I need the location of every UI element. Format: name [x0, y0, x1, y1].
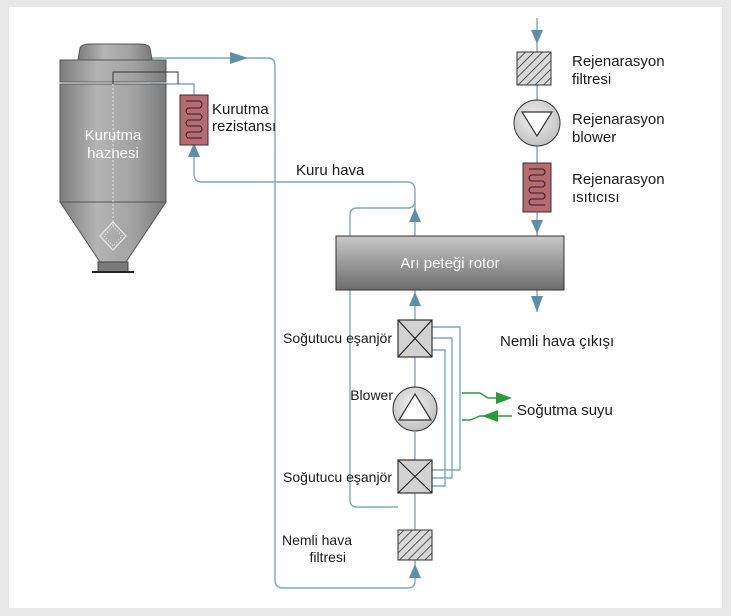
drying-hopper: Kurutma haznesi	[59, 43, 179, 273]
arrow-to-heater	[188, 143, 200, 157]
dry-air-label: Kuru hava	[296, 162, 365, 179]
regen-blower: Rejenarasyon blower	[513, 99, 665, 147]
arrow-return-right	[230, 52, 248, 64]
drying-heater-label-1: Kurutma	[212, 101, 269, 118]
cooling-exchanger-top-label: Soğutucu eşanjör	[283, 330, 392, 346]
flow-arrows	[188, 30, 543, 578]
rotor-label: Arı peteği rotor	[400, 255, 499, 272]
arrow-water-in	[482, 410, 498, 422]
cooling-water-lines	[462, 392, 512, 422]
cooling-exchanger-bottom-label: Soğutucu eşanjör	[283, 469, 392, 485]
arrow-regen-in	[531, 30, 543, 44]
blower-label: Blower	[350, 387, 393, 403]
humid-air-outlet-label: Nemli hava çıkışı	[500, 333, 614, 350]
arrow-humid-out	[531, 296, 543, 312]
rotor-top-loop	[349, 199, 416, 236]
arrow-regen-rotor	[531, 220, 543, 234]
arrow-to-filter	[409, 564, 421, 578]
regen-filter-label-1: Rejenarasyon	[572, 53, 665, 70]
drying-heater: Kurutma rezistansı	[179, 94, 276, 146]
exchanger-loop-inner	[432, 337, 453, 479]
drying-heater-label-2: rezistansı	[212, 118, 276, 135]
honeycomb-rotor: Arı peteği rotor	[335, 235, 565, 291]
blower: Blower	[350, 386, 438, 432]
regen-heater: Rejenarasyon ısıtıcısı	[522, 162, 665, 213]
regen-heater-label-2: ısıtıcısı	[572, 189, 620, 206]
cooling-exchanger-top: Soğutucu eşanjör	[283, 319, 433, 358]
arrow-rotor-top	[409, 208, 421, 222]
exchanger-loop-inner2	[432, 349, 446, 487]
regen-blower-label-1: Rejenarasyon	[572, 111, 665, 128]
arrow-to-rotor	[409, 292, 421, 306]
cooling-water-label: Soğutma suyu	[517, 402, 613, 419]
drying-hopper-label-1: Kurutma	[85, 127, 142, 144]
humid-air-filter: Nemli hava filtresi	[282, 529, 433, 565]
arrow-water-out	[496, 392, 512, 404]
regen-blower-label-2: blower	[572, 129, 616, 146]
drying-hopper-label-2: haznesi	[87, 145, 139, 162]
humid-filter-label-2: filtresi	[309, 549, 346, 565]
regen-filter-label-2: filtresi	[572, 71, 611, 88]
regen-filter: Rejenarasyon filtresi	[516, 51, 665, 88]
humid-filter-label-1: Nemli hava	[282, 532, 352, 548]
dry-air-line	[193, 145, 416, 200]
exchanger-loop-outer	[432, 326, 461, 471]
cooling-exchanger-bottom: Soğutucu eşanjör	[283, 459, 433, 494]
bypass-left-line	[349, 290, 398, 508]
return-air-line	[150, 57, 416, 589]
regen-heater-label-1: Rejenarasyon	[572, 171, 665, 188]
